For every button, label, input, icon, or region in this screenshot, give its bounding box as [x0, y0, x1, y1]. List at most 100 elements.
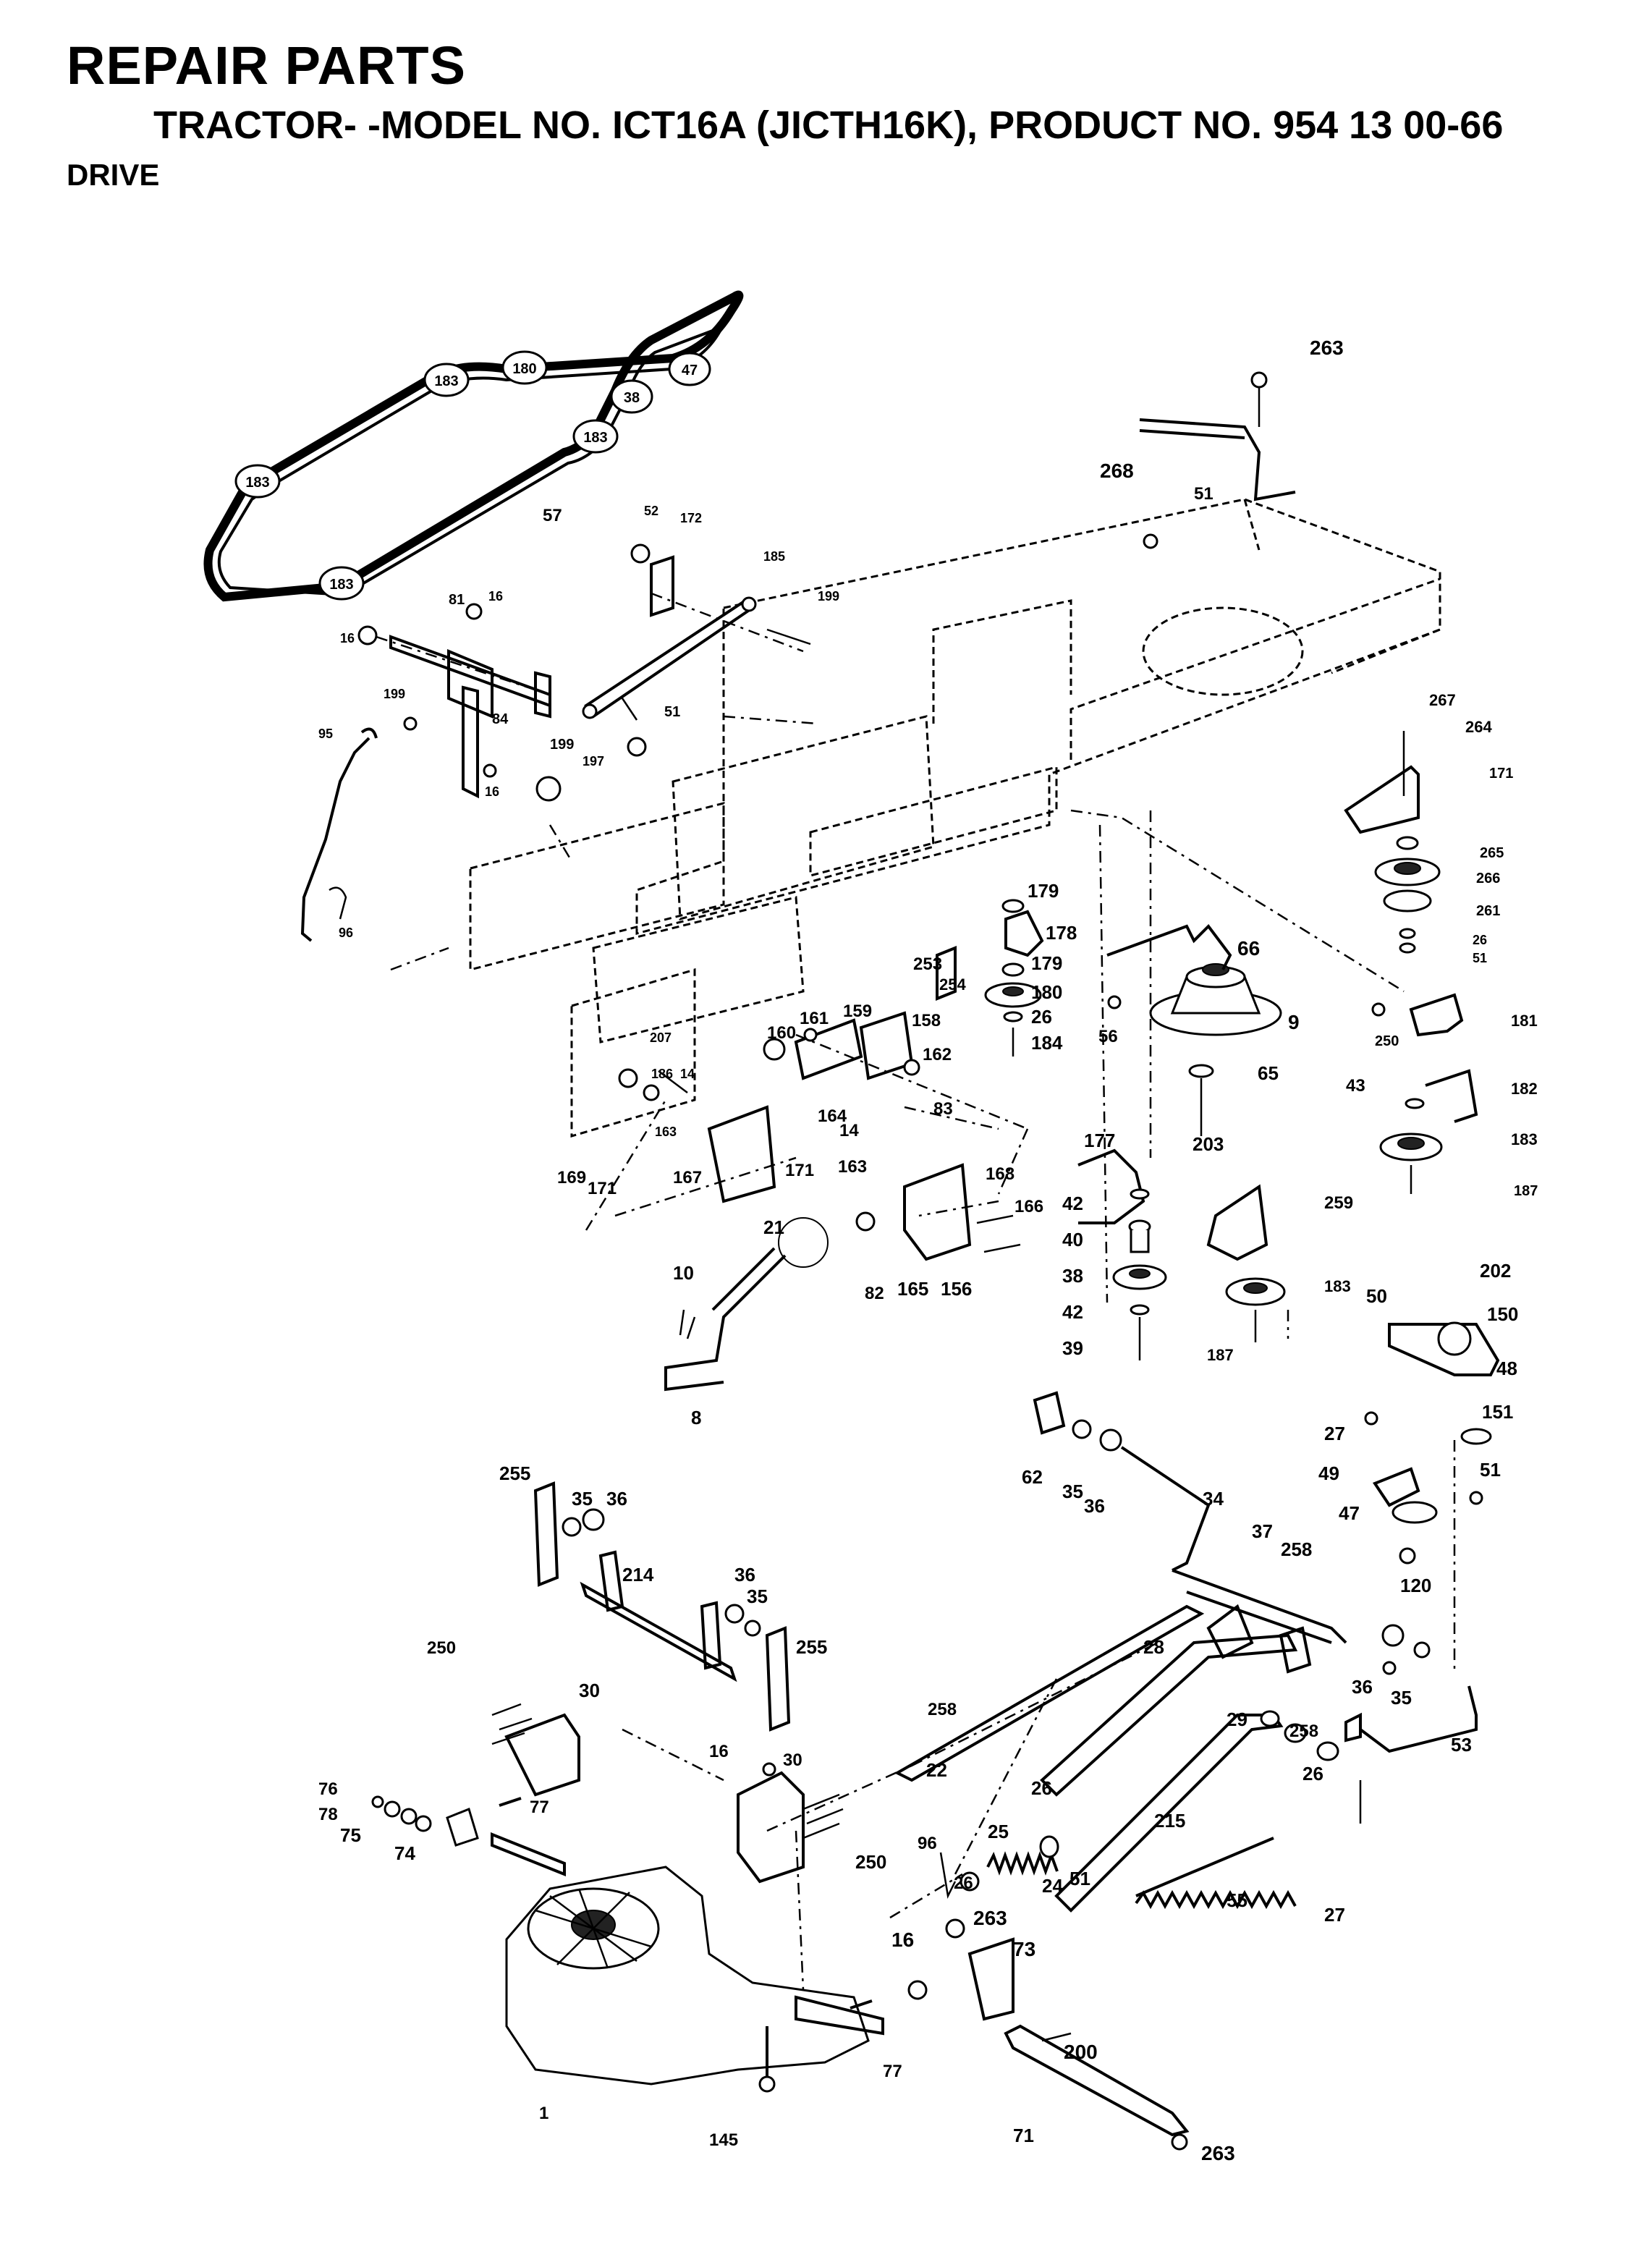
tractor-frame: [469, 498, 1441, 1138]
part-callout-number: 75: [340, 1824, 361, 1846]
belt-pulley-badge: 183: [423, 363, 470, 397]
lift-handle: [1139, 371, 1296, 501]
part-callout-number: 43: [1346, 1076, 1365, 1096]
drive-belt: [203, 290, 744, 602]
part-callout-number: 171: [588, 1179, 617, 1198]
part-callout-number: 36: [734, 1564, 755, 1585]
part-callout-number: 40: [1062, 1229, 1083, 1250]
part-callout-number: 258: [1289, 1722, 1318, 1741]
part-callout-number: 259: [1324, 1193, 1353, 1213]
part-callout-number: 27: [1324, 1423, 1345, 1444]
part-callout-number: 36: [1352, 1676, 1373, 1698]
part-callout-number: 47: [1339, 1502, 1360, 1524]
part-callout-number: 185: [763, 549, 785, 564]
part-callout-number: 16: [340, 631, 355, 645]
part-callout-number: 56: [1098, 1027, 1118, 1046]
part-callout-number: 182: [1511, 1080, 1538, 1098]
part-callout-number: 78: [318, 1805, 338, 1824]
idler-pulleys: [936, 899, 1286, 1360]
part-callout-number: 65: [1258, 1062, 1279, 1084]
part-callout-number: 96: [339, 926, 353, 940]
part-callout-number: 158: [912, 1011, 941, 1030]
belt-pulley-label: 38: [624, 390, 640, 406]
part-callout-number: 53: [1451, 1734, 1472, 1756]
part-callout-number: 172: [680, 511, 702, 525]
part-callout-number: 95: [318, 727, 333, 741]
brake-linkage: [618, 1011, 1021, 1392]
part-callout-number: 169: [557, 1168, 586, 1187]
part-callout-number: 29: [1227, 1709, 1248, 1730]
part-callout-number: 258: [928, 1700, 957, 1719]
part-callout-number: 187: [1514, 1183, 1538, 1199]
springs: [939, 1835, 1297, 1910]
part-callout-number: 178: [1046, 922, 1077, 944]
part-callout-number: 81: [449, 592, 465, 608]
part-callout-number: 181: [1511, 1012, 1538, 1030]
part-callout-number: 35: [1391, 1687, 1412, 1709]
part-callout-number: 199: [818, 589, 839, 604]
part-callout-number: 167: [673, 1168, 702, 1187]
part-callout-number: 254: [939, 975, 966, 994]
part-callout-number: 57: [543, 506, 562, 525]
part-callout-number: 76: [318, 1779, 338, 1799]
part-callout-number: 36: [606, 1488, 627, 1510]
part-callout-number: 82: [865, 1284, 884, 1303]
part-callout-number: 51: [1473, 951, 1487, 965]
belt-pulley-label: 183: [329, 577, 353, 593]
model-subtitle: TRACTOR- -MODEL NO. ICT16A (JICTH16K), P…: [153, 103, 1504, 147]
part-callout-number: 163: [838, 1157, 867, 1177]
upper-linkage: [357, 543, 811, 802]
part-callout-number: 151: [1482, 1401, 1513, 1423]
belt-pulley-badge: 183: [572, 419, 619, 454]
part-callout-number: 9: [1288, 1011, 1300, 1033]
part-callout-number: 77: [883, 2062, 902, 2081]
part-callout-number: 264: [1465, 718, 1492, 736]
part-callout-number: 74: [394, 1842, 415, 1864]
part-callout-number: 16: [709, 1742, 729, 1761]
part-callout-number: 66: [1237, 937, 1260, 960]
part-callout-number: 171: [1489, 766, 1513, 782]
part-callout-number: 183: [1511, 1130, 1538, 1148]
part-callout-number: 199: [550, 737, 574, 753]
part-callout-number: 28: [1143, 1636, 1164, 1658]
part-callout-number: 267: [1429, 691, 1456, 709]
part-callout-number: 73: [1013, 1938, 1035, 1960]
part-callout-number: 268: [1100, 460, 1134, 482]
part-callout-number: 51: [664, 704, 680, 720]
part-callout-number: 49: [1318, 1462, 1339, 1484]
part-callout-number: 42: [1062, 1193, 1083, 1214]
part-callout-number: 263: [1201, 2142, 1235, 2164]
belt-pulley-label: 183: [583, 430, 607, 446]
part-callout-number: 48: [1496, 1358, 1517, 1379]
part-callout-number: 250: [855, 1851, 886, 1873]
part-callout-number: 26: [1031, 1777, 1052, 1799]
part-callout-number: 263: [1310, 336, 1344, 359]
lift-linkage: [894, 1321, 1500, 1913]
part-callout-number: 96: [918, 1834, 937, 1853]
brackets: [491, 1703, 844, 1884]
part-callout-number: 38: [1062, 1265, 1083, 1287]
part-callout-number: 36: [1084, 1495, 1105, 1517]
part-callout-number: 265: [1480, 845, 1504, 861]
part-callout-number: 161: [800, 1009, 829, 1028]
part-callout-number: 177: [1084, 1130, 1115, 1151]
part-callout-number: 24: [1042, 1875, 1063, 1897]
nut: [1143, 533, 1158, 549]
belt-pulley-label: 180: [512, 361, 536, 377]
part-callout-number: 159: [843, 1002, 872, 1021]
part-callout-number: 187: [1207, 1346, 1234, 1364]
part-callout-number: 199: [384, 687, 405, 701]
part-callout-number: 186: [651, 1067, 673, 1081]
wire-rod: [300, 727, 378, 942]
part-callout-number: 214: [622, 1564, 654, 1585]
transaxle: [371, 1795, 884, 2093]
part-callout-number: 179: [1031, 952, 1062, 974]
part-callout-number: 22: [926, 1759, 947, 1781]
part-callout-number: 207: [650, 1030, 672, 1045]
part-callout-number: 145: [709, 2130, 738, 2150]
part-callout-number: 8: [691, 1407, 701, 1428]
part-callout-number: 255: [796, 1636, 827, 1658]
part-callout-number: 202: [1480, 1260, 1511, 1282]
